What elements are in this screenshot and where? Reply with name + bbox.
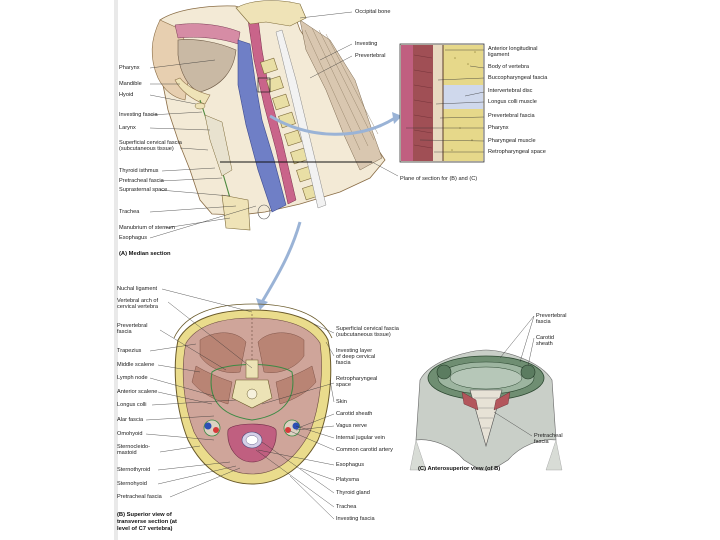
label-fascia-investing: fascia	[336, 360, 351, 366]
label-pretracheal-fascia: Pretracheal fascia	[119, 178, 164, 184]
label-pretracheal-c: Pretracheal	[534, 433, 563, 439]
label-fascia-b: fascia	[117, 329, 132, 335]
label-prevertebral: Prevertebral	[355, 53, 386, 59]
label-nuchal-ligament: Nuchal ligament	[117, 286, 158, 292]
label-intervertebral-disc: Intervertebral disc	[488, 88, 533, 94]
label-fascia-c2: fascia	[534, 439, 549, 445]
label-anterior-longitudinal: Anterior longitudinal	[488, 46, 538, 52]
label-superficial-cervical-fascia: Superficial cervical fascia	[119, 140, 182, 146]
panel-b-leader-lines	[145, 288, 335, 520]
carotid-sheaths	[203, 419, 301, 437]
label-carotid-sheath-b: Carotid sheath	[336, 411, 373, 417]
label-ligament: ligament	[488, 52, 510, 58]
anterosuperior-view-illustration	[409, 349, 563, 471]
left-margin-strip	[114, 0, 118, 540]
label-subcutaneous-tissue-b: (subcutaneous tissue)	[336, 332, 391, 338]
label-sternocleido: Sternocleido-	[117, 444, 150, 450]
label-sternohyoid: Sternohyoid	[117, 481, 147, 487]
label-prevertebral-c: Prevertebral	[536, 313, 567, 319]
label-middle-scalene: Middle scalene	[117, 362, 155, 368]
label-thyroid-gland: Thyroid gland	[336, 490, 370, 496]
label-buccopharyngeal-fascia: Buccopharyngeal fascia	[488, 75, 548, 81]
label-pharyngeal-muscle: Pharyngeal muscle	[488, 138, 536, 144]
label-investing-fascia: Investing fascia	[119, 112, 158, 118]
label-omohyoid: Omohyoid	[117, 431, 143, 437]
label-cervical-vertebra: cervical vertebra	[117, 304, 159, 310]
label-skin: Skin	[336, 399, 347, 405]
label-pharynx-inset: Pharynx	[488, 125, 509, 131]
label-platysma: Platysma	[336, 477, 360, 483]
label-investing-layer: Investing layer	[336, 348, 373, 354]
label-common-carotid-artery: Common carotid artery	[336, 447, 393, 453]
label-suprasternal-space: Suprasternal space	[119, 187, 168, 193]
label-prevertebral-fascia: Prevertebral fascia	[488, 113, 535, 119]
label-mastoid: mastoid	[117, 450, 137, 456]
label-occipital-bone: Occipital bone	[355, 9, 391, 15]
label-plane-of-section: Plane of section for (B) and (C)	[400, 176, 478, 182]
caption-b-line-2: transverse section (at	[117, 519, 177, 525]
transverse-section-illustration	[173, 303, 333, 485]
label-vertebral-arch: Vertebral arch of	[117, 298, 159, 304]
label-retropharyngeal-space: Retropharyngeal space	[488, 149, 546, 155]
label-larynx: Larynx	[119, 125, 136, 131]
label-sternothyroid: Sternothyroid	[117, 467, 151, 473]
label-body-of-vertebra: Body of vertebra	[488, 64, 530, 70]
label-superficial-cervical-fascia-b: Superficial cervical fascia	[336, 326, 399, 332]
caption-median-section: (A) Median section	[119, 251, 171, 257]
label-longus-colli-muscle: Longus colli muscle	[488, 99, 537, 105]
label-anterior-scalene: Anterior scalene	[117, 389, 158, 395]
label-internal-jugular-vein: Internal jugular vein	[336, 435, 385, 441]
inset-leader-lines	[406, 49, 485, 153]
label-investing-fascia-b: Investing fascia	[336, 516, 375, 522]
label-pharynx: Pharynx	[119, 65, 140, 71]
label-esophagus: Esophagus	[119, 235, 147, 241]
label-retropharyngeal: Retropharyngeal	[336, 376, 378, 382]
label-investing: Investing	[355, 41, 378, 47]
label-trapezius: Trapezius	[117, 348, 142, 354]
label-mandible: Mandible	[119, 81, 142, 87]
label-thyroid-isthmus: Thyroid isthmus	[119, 168, 159, 174]
caption-anterosuperior-view: (C) Anterosuperior view (of B)	[418, 466, 501, 472]
label-manubrium: Manubrium of sternum	[119, 225, 175, 231]
label-lymph-node: Lymph node	[117, 375, 148, 381]
caption-b-line-1: (B) Superior view of	[117, 512, 172, 518]
label-longus-colli: Longus colli	[117, 402, 147, 408]
label-pretracheal-fascia-b: Pretracheal fascia	[117, 494, 162, 500]
label-space: space	[336, 382, 351, 388]
label-of-deep-cervical: of deep cervical	[336, 354, 376, 360]
label-hyoid: Hyoid	[119, 92, 134, 98]
label-prevertebral-b: Prevertebral	[117, 323, 148, 329]
label-subcutaneous-tissue: (subcutaneous tissue)	[119, 146, 174, 152]
inset-detail	[399, 43, 485, 163]
label-vagus-nerve: Vagus nerve	[336, 423, 367, 429]
panel-a-leader-lines	[149, 11, 399, 239]
label-sheath-c: sheath	[536, 341, 553, 347]
caption-b-line-3: level of C7 vertebra)	[117, 526, 173, 532]
label-carotid-c: Carotid	[536, 335, 555, 341]
label-esophagus-b: Esophagus	[336, 462, 364, 468]
label-trachea-b: Trachea	[336, 504, 357, 510]
label-fascia-c: fascia	[536, 319, 551, 325]
label-trachea: Trachea	[119, 209, 140, 215]
panel-c-leader-lines	[493, 315, 535, 437]
label-alar-fascia: Alar fascia	[117, 417, 144, 423]
median-section-illustration	[151, 0, 386, 231]
